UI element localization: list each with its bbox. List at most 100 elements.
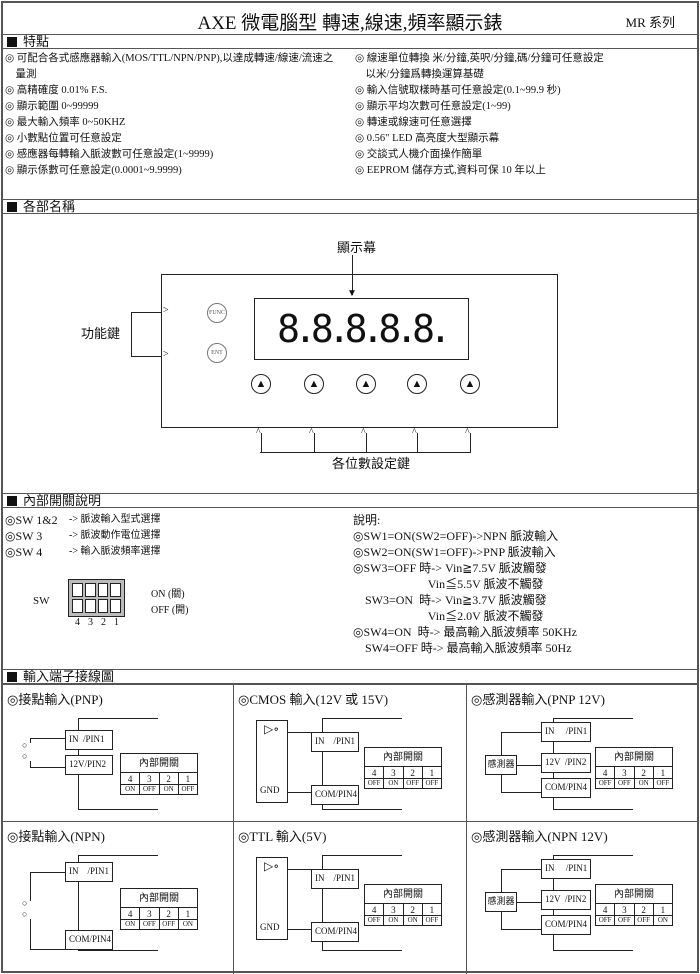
wire — [553, 718, 633, 719]
wire — [288, 732, 311, 733]
switch-note: Vin≦2.0V 脈波不觸發 — [353, 609, 544, 623]
pin-label: COM/PIN4 — [541, 915, 591, 935]
section-title: 特點 — [23, 34, 50, 49]
arrow-right-icon: > — [163, 349, 169, 360]
arrow-up-icon: ^ — [256, 427, 261, 438]
wire — [501, 792, 541, 793]
wire — [288, 929, 311, 930]
display-arrow — [352, 255, 353, 295]
arrow-up-icon: ^ — [361, 427, 366, 438]
wire — [30, 918, 31, 949]
switch-number: 3 — [140, 908, 160, 919]
switch-contact-icon: ○ ○ — [22, 739, 28, 761]
switch-number: 4 — [596, 767, 616, 778]
wiring-title: ◎TTL 輸入(5V) — [238, 829, 327, 844]
digit-set-button-2[interactable]: ▲ — [304, 374, 324, 394]
features-left: ◎ 可配合各式感應器輸入(MOS/TTL/NPN/PNP),以達成轉速/線速/流… — [5, 51, 351, 179]
switch-note: ◎SW4=ON 時-> 最高輸入脈波頻率 50KHz — [353, 625, 577, 639]
switch-state: ON — [404, 916, 423, 925]
switch-name: ◎SW 4 — [5, 545, 43, 559]
wire — [553, 809, 633, 810]
arrow-up-icon: ^ — [465, 427, 470, 438]
wire — [30, 949, 65, 950]
switch-contact-icon: ○ ○ — [22, 897, 28, 919]
switch-state: ON — [121, 920, 141, 929]
dip-switch-slot — [72, 583, 83, 597]
wire — [30, 738, 31, 743]
switch-number: 1 — [429, 905, 435, 915]
pin-label: IN /PIN1 — [541, 722, 591, 742]
feature-item: ◎ 小數點位置可任意設定 — [5, 133, 122, 144]
page-title: AXE 微電腦型 轉速,線速,頻率顯示錶 — [197, 13, 503, 34]
dip-number: 2 — [101, 617, 106, 628]
display-digits: 8.8.8.8.8. — [277, 307, 452, 351]
digit-set-button-1[interactable]: ▲ — [251, 374, 271, 394]
wire — [322, 855, 402, 856]
feature-item: ◎ 最大輸入頻率 0~50KHZ — [5, 117, 126, 128]
pin-label: 12V/PIN2 — [65, 755, 113, 775]
switch-item: ◎SW 1&2-> 脈波輸入型式選擇 — [5, 512, 335, 528]
digit-set-button-4[interactable]: ▲ — [407, 374, 427, 394]
dip-number: 1 — [114, 617, 119, 628]
switch-number: 1 — [185, 909, 191, 919]
switch-note: ◎SW1=ON(SW2=OFF)->NPN 脈波輸入 — [353, 529, 559, 543]
wire — [30, 872, 31, 901]
dip-switch-slot — [97, 599, 109, 613]
square-bullet-icon — [7, 202, 17, 212]
switch-state: OFF — [635, 916, 654, 925]
sensor-box: 感測器 — [485, 892, 517, 912]
digit-keys-label: 各位數設定鍵 — [329, 453, 414, 472]
switch-state: OFF — [615, 779, 635, 788]
digit-keys-bracket — [260, 452, 470, 453]
switch-number: 4 — [596, 904, 616, 915]
switch-state: OFF — [656, 779, 670, 787]
wire — [30, 738, 65, 739]
ent-key[interactable]: ENT — [207, 343, 227, 363]
pin-label: IN /PIN1 — [65, 730, 113, 750]
notes-title: 說明: — [353, 513, 381, 527]
dip-switch-slot — [72, 599, 83, 613]
switch-state: ON — [657, 916, 668, 924]
digit-set-button-5[interactable]: ▲ — [460, 374, 480, 394]
triangle-up-icon: ▲ — [360, 378, 372, 390]
switch-number: 2 — [635, 767, 654, 778]
display-label: 顯示幕 — [337, 240, 377, 255]
switch-number: 1 — [185, 774, 191, 784]
wire — [30, 760, 31, 767]
switch-number: 2 — [404, 904, 423, 915]
wire — [322, 809, 402, 810]
pin-label: IN /PIN1 — [541, 859, 591, 879]
func-key[interactable]: FUNC — [207, 303, 227, 323]
dip-switch-slot — [84, 599, 96, 613]
arrow-right-icon: > — [163, 305, 169, 316]
feature-item: ◎ 顯示係數可任意設定(0.0001~9.9999) — [5, 165, 182, 176]
wire — [501, 929, 541, 930]
pin-label: IN /PIN1 — [311, 869, 359, 889]
switch-number: 3 — [615, 904, 635, 915]
bracket-line — [131, 356, 161, 357]
function-keys-label: 功能鍵 — [81, 326, 121, 341]
switch-number: 1 — [660, 905, 666, 915]
switch-state: OFF — [596, 779, 616, 788]
digit-set-button-3[interactable]: ▲ — [356, 374, 376, 394]
switch-note: SW3=ON 時-> Vin≧3.7V 脈波觸發 — [353, 593, 547, 607]
section-parts-header: 各部名稱 — [3, 199, 697, 214]
switch-number: 3 — [384, 767, 404, 778]
section-title: 各部名稱 — [23, 199, 76, 214]
switch-number: 2 — [404, 767, 423, 778]
feature-item: ◎ 轉速或線速可任意選擇 — [355, 117, 472, 128]
wire — [322, 855, 323, 950]
feature-item: ◎ 感應器每轉輸入脈波數可任意設定(1~9999) — [5, 149, 214, 160]
pin-label: COM/PIN4 — [65, 930, 113, 950]
switch-state: ON — [384, 916, 404, 925]
switch-state: OFF — [140, 785, 160, 794]
wire — [517, 765, 541, 766]
